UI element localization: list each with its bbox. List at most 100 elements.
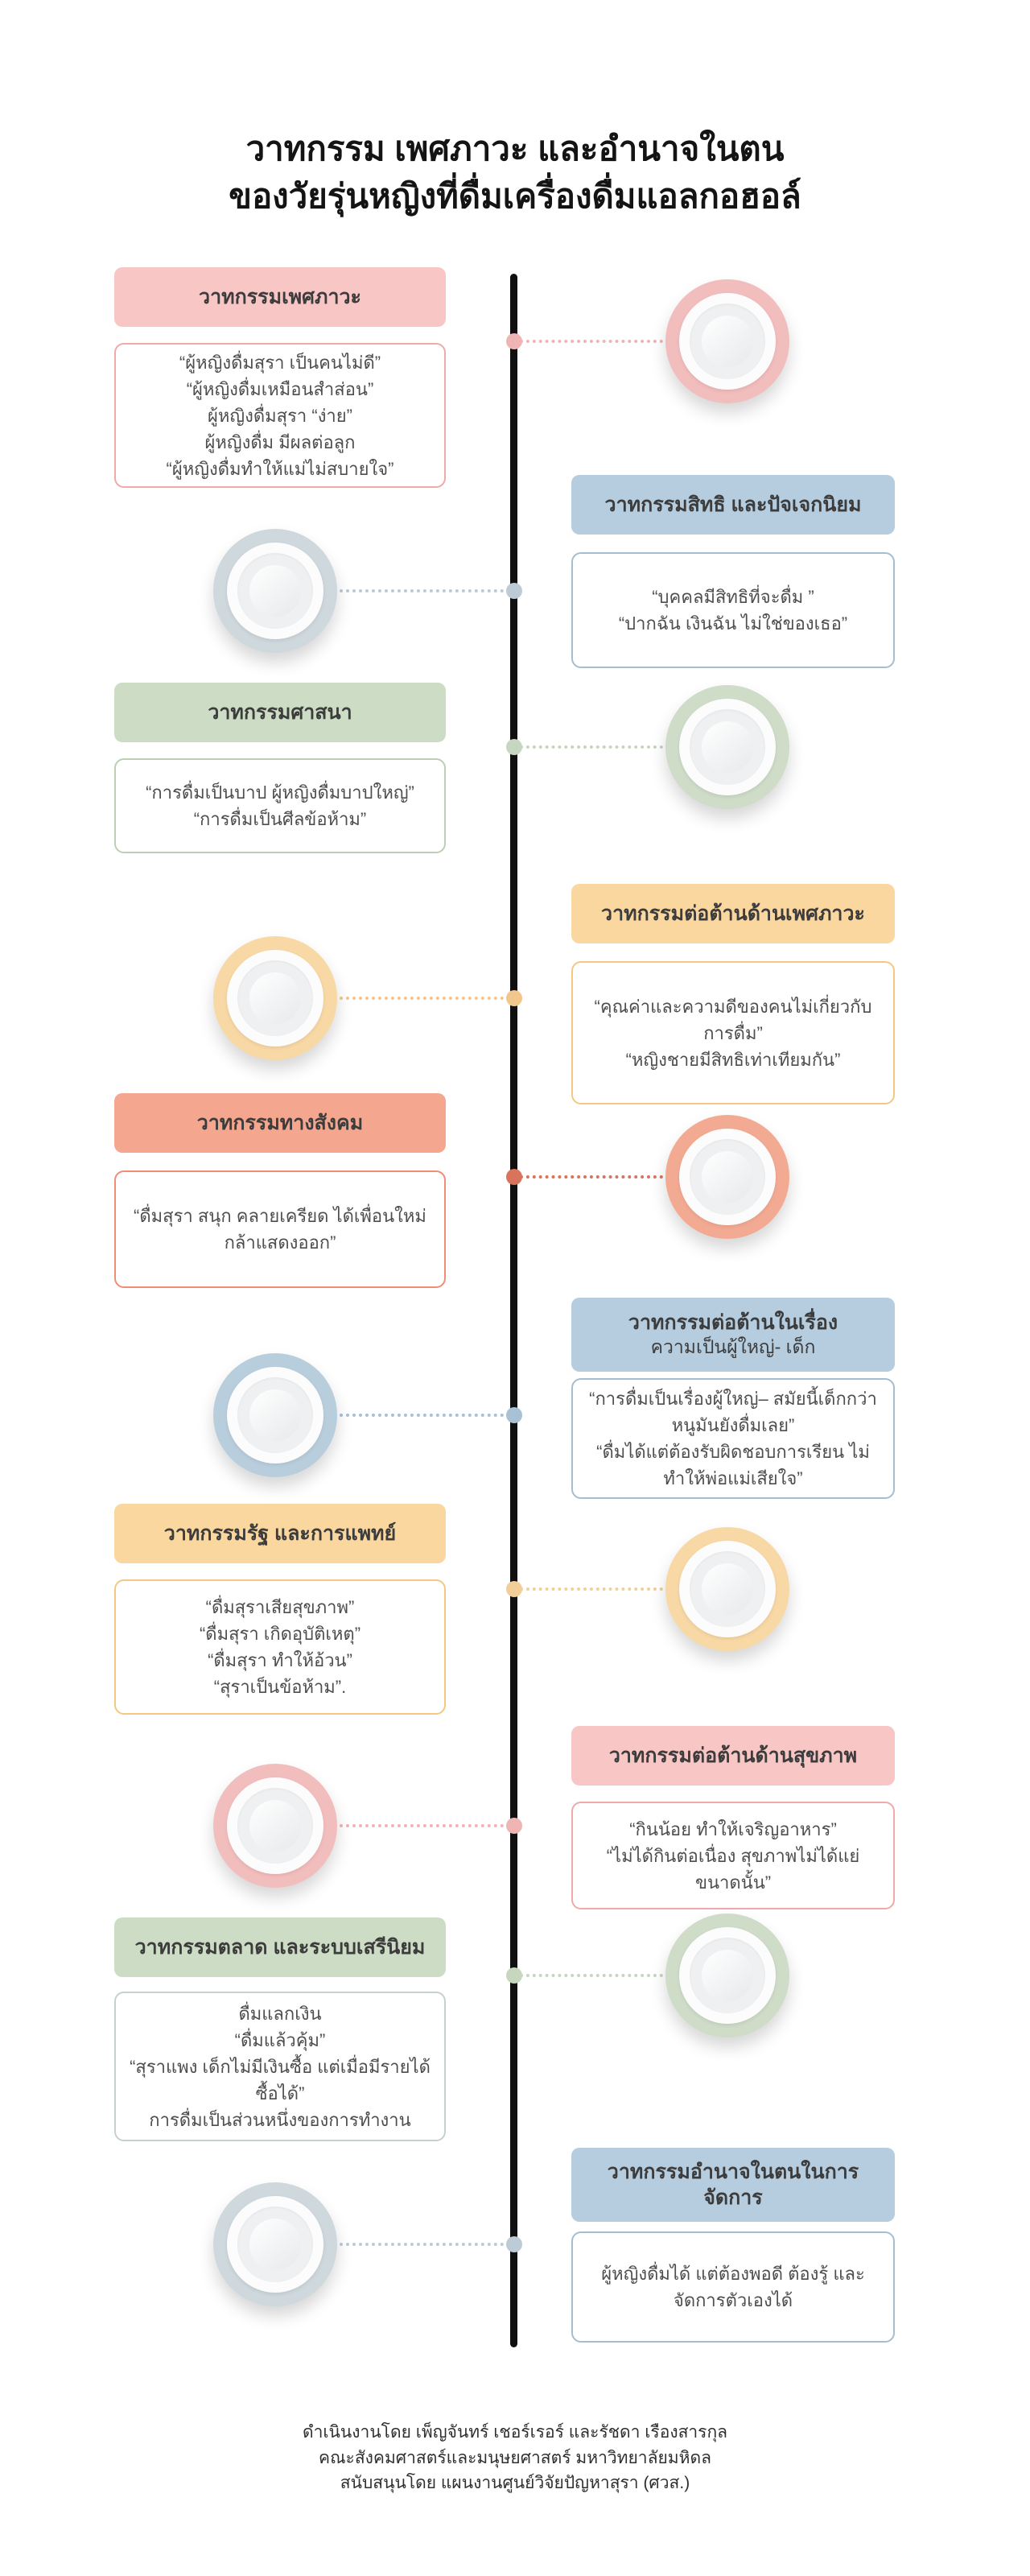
- plate-center: [702, 721, 753, 773]
- plate-icon: [665, 279, 789, 403]
- header-label: วาทกรรมต่อต้านในเรื่อง: [628, 1311, 838, 1334]
- timeline-dot: [506, 1581, 522, 1597]
- plate-center: [249, 972, 301, 1024]
- header-counter-health: วาทกรรมต่อต้านด้านสุขภาพ: [571, 1726, 895, 1785]
- plate-rim: [679, 1129, 776, 1225]
- quote-line: ดื่มแลกเงิน: [238, 2003, 322, 2024]
- quote-box-counter-health: “กินน้อย ทำให้เจริญอาหาร” “ไม่ได้กินต่อเ…: [571, 1802, 895, 1909]
- header-label: วาทกรรมต่อต้านด้านเพศภาวะ: [601, 902, 865, 925]
- plate-icon: [213, 2182, 337, 2306]
- timeline-dot: [506, 2236, 522, 2252]
- quote-line: “ดื่มแล้วคุ้ม”: [234, 2029, 326, 2050]
- header-label: วาทกรรมต่อต้านด้านสุขภาพ: [608, 1744, 858, 1767]
- plate-well: [690, 709, 765, 785]
- quote-line: “ดื่มสุรา ทำให้อ้วน”: [208, 1650, 352, 1670]
- plate-center: [702, 1151, 753, 1203]
- plate-center: [702, 1950, 753, 2001]
- quote-line: “ดื่มสุรา เกิดอุบัติเหตุ”: [199, 1624, 361, 1644]
- quote-box-market: ดื่มแลกเงิน “ดื่มแล้วคุ้ม” “สุราแพง เด็ก…: [114, 1992, 446, 2141]
- plate-well: [237, 553, 313, 629]
- dotted-connector: [340, 589, 510, 592]
- plate-rim: [679, 1541, 776, 1637]
- plate-rim: [679, 699, 776, 795]
- dotted-connector: [520, 1175, 663, 1179]
- quote-box-religion: “การดื่มเป็นบาป ผู้หญิงดื่มบาปใหญ่” “การ…: [114, 758, 446, 853]
- header-label: วาทกรรมเพศภาวะ: [199, 285, 361, 308]
- quote-line: “ปากฉัน เงินฉัน ไม่ใช่ของเธอ”: [618, 613, 848, 634]
- quote-line: “ดื่มสุรา สนุก คลายเครียด ได้เพื่อนใหม่ …: [134, 1206, 426, 1253]
- plate-rim: [227, 1777, 323, 1874]
- footer-line3: สนับสนุนโดย แผนงานศูนย์วิจัยปัญหาสุรา (ศ…: [340, 2474, 690, 2492]
- quote-line: “ผู้หญิงดื่มเหมือนสำส่อน”: [186, 378, 374, 399]
- plate-center: [702, 316, 753, 367]
- quote-line: ผู้หญิงดื่มสุรา “ง่าย”: [207, 405, 353, 426]
- dotted-connector: [340, 997, 510, 1000]
- timeline-dot: [506, 1967, 522, 1984]
- header-market-liberalism: วาทกรรมตลาด และระบบเสรีนิยม: [114, 1918, 446, 1977]
- header-social-discourse: วาทกรรมทางสังคม: [114, 1093, 446, 1153]
- plate-rim: [227, 2196, 323, 2293]
- header-label: วาทกรรมสิทธิ และปัจเจกนิยม: [604, 493, 862, 516]
- quote-line: “คุณค่าและความดีของคนไม่เกี่ยวกับการดื่ม…: [594, 996, 872, 1043]
- plate-icon: [213, 529, 337, 653]
- timeline-dot: [506, 1407, 522, 1423]
- quote-line: “ผู้หญิงดื่มสุรา เป็นคนไม่ดี”: [179, 352, 381, 373]
- dotted-connector: [340, 1824, 510, 1827]
- quote-line: “การดื่มเป็นบาป ผู้หญิงดื่มบาปใหญ่”: [146, 782, 414, 803]
- header-label: วาทกรรมรัฐ และการแพทย์: [163, 1521, 397, 1545]
- timeline-dot: [506, 739, 522, 755]
- plate-rim: [227, 1367, 323, 1463]
- page-title-line1: วาทกรรม เพศภาวะ และอำนาจในตน: [245, 130, 785, 167]
- plate-icon: [665, 1115, 789, 1239]
- plate-rim: [227, 543, 323, 639]
- plate-rim: [227, 950, 323, 1046]
- plate-well: [237, 1377, 313, 1453]
- page-title-line2: ของวัยรุ่นหญิงที่ดื่มเครื่องดื่มแอลกอฮอล…: [229, 176, 801, 215]
- header-label: วาทกรรมตลาด และระบบเสรีนิยม: [134, 1935, 426, 1959]
- timeline-dot: [506, 333, 522, 349]
- plate-icon: [665, 1913, 789, 2037]
- plate-well: [690, 1938, 765, 2013]
- timeline-dot: [506, 1169, 522, 1185]
- quote-box-social: “ดื่มสุรา สนุก คลายเครียด ได้เพื่อนใหม่ …: [114, 1170, 446, 1288]
- quote-box-counter-adulthood: “การดื่มเป็นเรื่องผู้ใหญ่– สมัยนี้เด็กกว…: [571, 1378, 895, 1499]
- header-sublabel: ความเป็นผู้ใหญ่- เด็ก: [650, 1336, 816, 1358]
- quote-box-counter-gender: “คุณค่าและความดีของคนไม่เกี่ยวกับการดื่ม…: [571, 961, 895, 1104]
- footer-line1: ดำเนินงานโดย เพ็ญจันทร์ เชอร์เรอร์ และรั…: [302, 2423, 728, 2442]
- timeline-dot: [506, 990, 522, 1006]
- dotted-connector: [340, 1414, 510, 1417]
- header-label: วาทกรรมอำนาจในตนในการ: [607, 2160, 859, 2183]
- quote-line: “ผู้หญิงดื่มทำให้แม่ไม่สบายใจ”: [166, 458, 394, 479]
- quote-line: “ดื่มได้แต่ต้องรับผิดชอบการเรียน ไม่ทำให…: [596, 1442, 870, 1488]
- dotted-connector: [520, 340, 663, 343]
- plate-center: [249, 1800, 301, 1852]
- plate-center: [249, 565, 301, 617]
- quote-line: “กินน้อย ทำให้เจริญอาหาร”: [629, 1818, 837, 1839]
- dotted-connector: [520, 1974, 663, 1977]
- header-counter-adulthood: วาทกรรมต่อต้านในเรื่อง ความเป็นผู้ใหญ่- …: [571, 1298, 895, 1372]
- plate-center: [249, 2219, 301, 2270]
- dotted-connector: [340, 2243, 510, 2246]
- quote-line: การดื่มเป็นส่วนหนึ่งของการทำงาน: [149, 2109, 411, 2130]
- header-gender-discourse: วาทกรรมเพศภาวะ: [114, 267, 446, 327]
- quote-line: ผู้หญิงดื่มได้ แต่ต้องพอดี ต้องรู้ และจั…: [601, 2264, 865, 2310]
- plate-icon: [213, 1353, 337, 1477]
- quote-line: “สุราเป็นข้อห้าม”.: [213, 1677, 347, 1697]
- plate-well: [237, 1788, 313, 1864]
- quote-line: “ไม่ได้กินต่อเนื่อง สุขภาพไม่ได้แย่ขนาดน…: [606, 1845, 860, 1893]
- header-rights-individualism: วาทกรรมสิทธิ และปัจเจกนิยม: [571, 475, 895, 535]
- header-label: วาทกรรมศาสนา: [208, 700, 352, 724]
- timeline-line: [510, 274, 517, 2347]
- quote-box-rights: “บุคคลมีสิทธิที่จะดื่ม ” “ปากฉัน เงินฉัน…: [571, 552, 895, 668]
- quote-line: “ดื่มสุราเสียสุขภาพ”: [205, 1597, 355, 1617]
- dotted-connector: [520, 745, 663, 749]
- page-title: วาทกรรม เพศภาวะ และอำนาจในตน ของวัยรุ่นห…: [0, 126, 1030, 221]
- footer-credits: ดำเนินงานโดย เพ็ญจันทร์ เชอร์เรอร์ และรั…: [0, 2420, 1030, 2496]
- timeline-dot: [506, 1818, 522, 1834]
- quote-line: “หญิงชายมีสิทธิเท่าเทียมกัน”: [625, 1049, 841, 1070]
- plate-center: [249, 1389, 301, 1441]
- plate-icon: [665, 685, 789, 809]
- quote-line: “การดื่มเป็นศีลข้อห้าม”: [193, 809, 367, 829]
- plate-rim: [679, 293, 776, 390]
